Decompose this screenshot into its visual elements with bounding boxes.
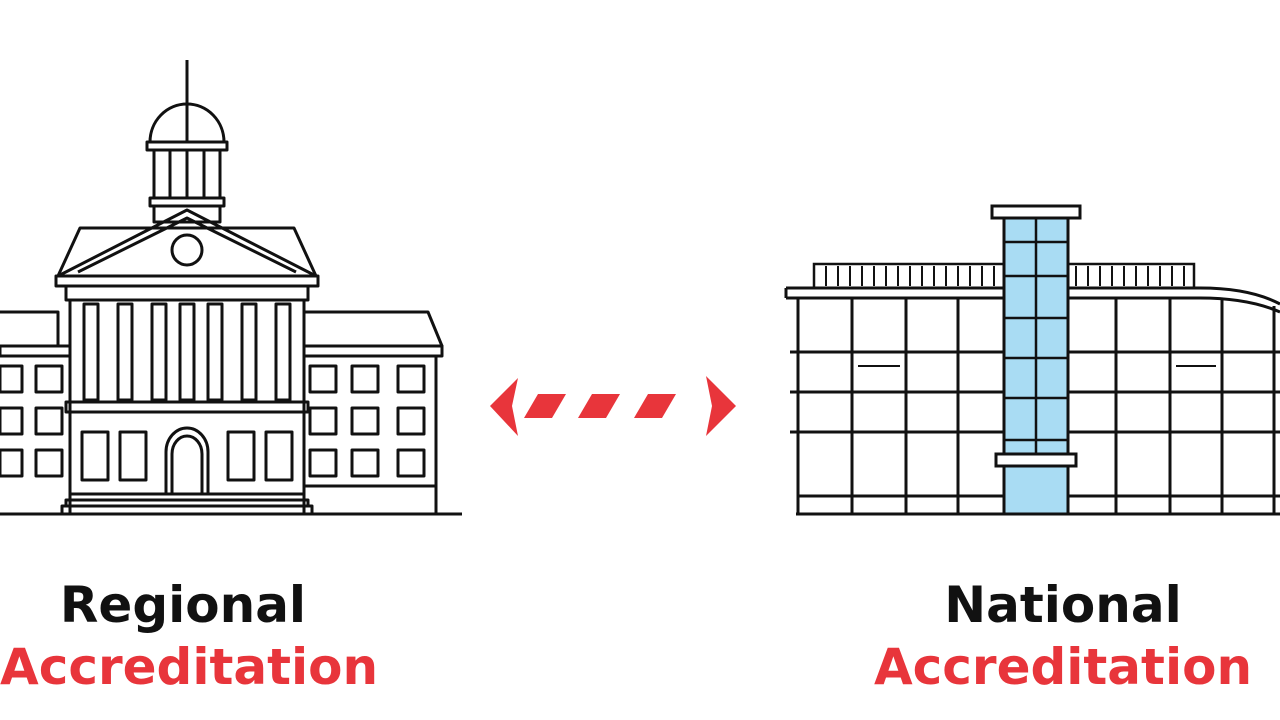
modern-office-building-icon (784, 204, 1280, 516)
right-arrowhead (706, 376, 736, 436)
left-arrowhead (490, 378, 518, 436)
arrow-dash (524, 394, 566, 418)
national-label: National (944, 576, 1182, 634)
classical-college-building-icon (0, 60, 462, 516)
arrow-dash (634, 394, 676, 418)
regional-accreditation-word: Accreditation (0, 638, 379, 696)
national-accreditation-word: Accreditation (873, 638, 1253, 696)
arrow-dash (578, 394, 620, 418)
regional-label: Regional (59, 576, 307, 634)
regional-accreditation-label: Regional Accreditation (0, 576, 379, 696)
national-accreditation-label: National Accreditation (870, 580, 1256, 692)
double-headed-dashed-arrow-icon (490, 376, 736, 436)
